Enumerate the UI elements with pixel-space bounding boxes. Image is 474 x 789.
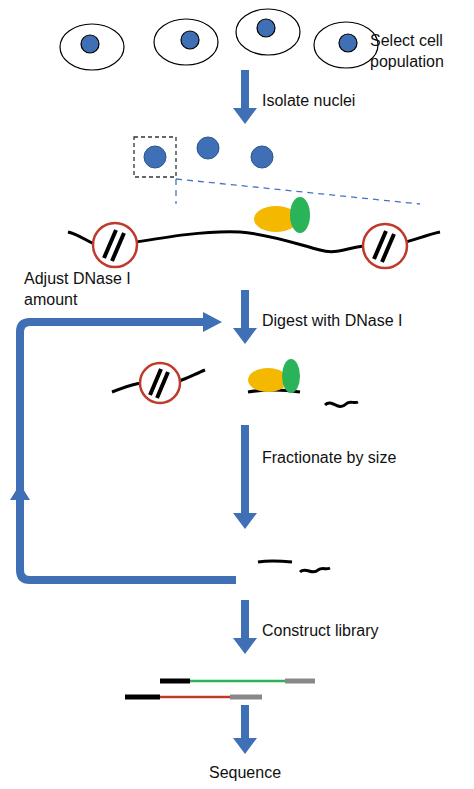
step-label: Select cell population [370,30,470,72]
flow-arrows [233,70,257,754]
feedback-arrow [10,312,236,580]
zoom-box [134,137,176,177]
step-label: Fractionate by size [262,447,462,468]
step-label: Digest with DNase I [262,310,462,331]
fractionated-fragments [258,561,330,572]
step-label: Sequence [180,762,310,783]
chromatin [68,197,440,268]
cells [60,9,378,70]
step-label: Isolate nuclei [262,90,462,111]
nuclei [144,137,273,168]
step-label: Adjust DNase I amount [24,268,142,310]
digested-fragments [112,359,358,407]
step-label: Construct library [262,620,462,641]
sequencing-library [125,681,315,697]
